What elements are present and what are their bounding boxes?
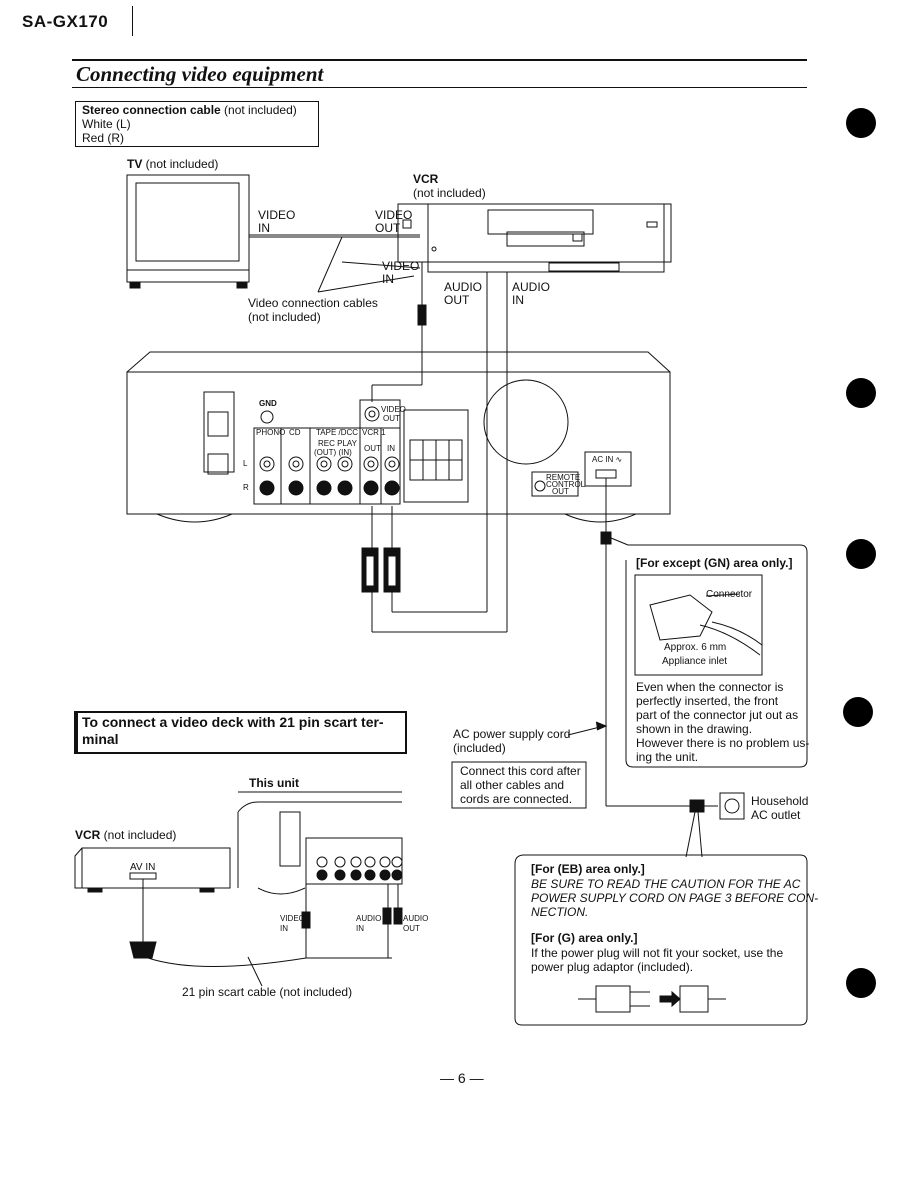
vcr1-label: VCR 1: [362, 428, 386, 437]
ac-cord-note: (included): [453, 741, 506, 755]
header-divider: [132, 6, 133, 36]
l-channel-label: L: [243, 459, 248, 468]
scart-vcr-label: VCR (not included): [75, 828, 177, 842]
binding-hole-5: [846, 968, 876, 998]
video-cables-note: (not included): [248, 310, 321, 324]
main-unit-drawing: [126, 351, 671, 523]
page-title: Connecting video equipment: [76, 62, 324, 86]
vcr-audio-out-label: AUDIO: [444, 280, 483, 294]
eb-body-line-2: POWER SUPPLY CORD ON PAGE 3 BEFORE CON-: [531, 891, 819, 905]
connector-label: Connector: [706, 589, 753, 600]
appliance-inlet-label: Appliance inlet: [662, 656, 728, 667]
scart-diagram: [74, 791, 403, 987]
rec-play-sub-label: (OUT) (IN): [314, 448, 352, 457]
scart-audio-in-label-2: IN: [356, 924, 364, 933]
except-gn-line-1: Even when the connector is: [636, 680, 784, 694]
vcr-video-in-label-2: IN: [382, 272, 394, 286]
outlet-label: Household: [751, 794, 809, 808]
rec-play-label: REC PLAY: [318, 439, 357, 448]
eb-body-line-1: BE SURE TO READ THE CAUTION FOR THE AC: [531, 877, 801, 891]
av-in-label: AV IN: [130, 862, 156, 873]
except-gn-line-4: shown in the drawing.: [636, 722, 753, 736]
tv-drawing: [126, 174, 250, 289]
tape-label: TAPE /DCC: [316, 428, 359, 437]
vcr-out-label: OUT: [364, 444, 381, 453]
eb-note-box: [514, 854, 808, 1026]
scart-video-in-label: VIDEO: [280, 914, 305, 923]
outlet-label-2: AC outlet: [751, 808, 801, 822]
cd-label: CD: [289, 428, 301, 437]
except-gn-line-3: part of the connector jut out as: [636, 708, 799, 722]
vcr-audio-out-label-2: OUT: [444, 293, 470, 307]
red-r-label: Red (R): [82, 131, 125, 145]
connect-note-box: [451, 761, 587, 809]
vcr-in-label: IN: [387, 444, 395, 453]
binding-hole-2: [846, 378, 876, 408]
binding-hole-4: [843, 697, 873, 727]
connect-note-line-1: Connect this cord after: [460, 764, 581, 778]
scart-heading-line-1: To connect a video deck with 21 pin scar…: [82, 714, 384, 730]
video-cables: [249, 234, 427, 402]
vcr-audio-in-label: AUDIO: [512, 280, 551, 294]
r-channel-label: R: [243, 483, 249, 492]
ac-cord: [567, 478, 718, 858]
connect-note-line-2: all other cables and: [460, 778, 565, 792]
stereo-cable-box: [75, 101, 319, 147]
video-out-label: VIDEO: [381, 405, 406, 414]
scart-audio-out-label: AUDIO: [403, 914, 429, 923]
ac-in-label: AC IN ∿: [592, 455, 623, 464]
video-cables-label: Video connection cables: [248, 296, 378, 310]
tv-video-in-label-2: IN: [258, 221, 270, 235]
this-unit-label: This unit: [249, 776, 299, 790]
scart-audio-out-label-2: OUT: [403, 924, 420, 933]
video-out-label-2: OUT: [383, 414, 400, 423]
binding-hole-3: [846, 539, 876, 569]
g-body-line-2: power plug adaptor (included).: [531, 960, 694, 974]
vcr-video-out-label-2: OUT: [375, 221, 401, 235]
page-number: — 6 —: [440, 1070, 484, 1086]
gnd-label: GND: [259, 399, 277, 408]
scart-heading-box: [74, 711, 407, 754]
scart-audio-in-label: AUDIO: [356, 914, 382, 923]
except-gn-line-6: ing the unit.: [636, 750, 699, 764]
tv-label: TV (not included): [127, 157, 219, 171]
approx-label: Approx. 6 mm: [664, 642, 727, 653]
vcr-video-out-label: VIDEO: [375, 208, 413, 222]
g-body-line-1: If the power plug will not fit your sock…: [531, 946, 784, 960]
control-label: CONTROL: [546, 480, 586, 489]
remote-label: REMOTE: [546, 473, 581, 482]
scart-cable-label: 21 pin scart cable (not included): [182, 985, 353, 999]
control-out-label: OUT: [552, 487, 569, 496]
outlet-icon: [719, 792, 745, 820]
stereo-cable-title: Stereo connection cable (not included): [82, 103, 297, 117]
eb-heading: [For (EB) area only.]: [531, 862, 645, 876]
title-rule-top: [72, 59, 807, 61]
scart-heading-line-2: minal: [82, 731, 119, 747]
vcr-audio-in-label-2: IN: [512, 293, 524, 307]
scart-video-in-label-2: IN: [280, 924, 288, 933]
except-gn-box: [610, 537, 808, 768]
vcr-note: (not included): [413, 186, 486, 200]
title-rule-bottom: [72, 87, 807, 88]
white-l-label: White (L): [82, 117, 131, 131]
ac-cord-label: AC power supply cord: [453, 727, 571, 741]
tv-video-in-label: VIDEO: [258, 208, 296, 222]
model-number: SA-GX170: [22, 12, 109, 31]
binding-hole-1: [846, 108, 876, 138]
connect-note-line-3: cords are connected.: [460, 792, 573, 806]
vcr-video-in-label: VIDEO: [382, 259, 420, 273]
g-heading: [For (G) area only.]: [531, 931, 638, 945]
vcr-label: VCR: [413, 172, 439, 186]
except-gn-line-5: However there is no problem us-: [636, 736, 810, 750]
eb-body-line-3: NECTION.: [531, 905, 589, 919]
audio-cables: [361, 272, 508, 633]
except-gn-line-2: perfectly inserted, the front: [636, 694, 779, 708]
vcr-drawing: [397, 203, 672, 273]
except-gn-heading: [For except (GN) area only.]: [636, 556, 793, 570]
phono-label: PHONO: [256, 428, 286, 437]
